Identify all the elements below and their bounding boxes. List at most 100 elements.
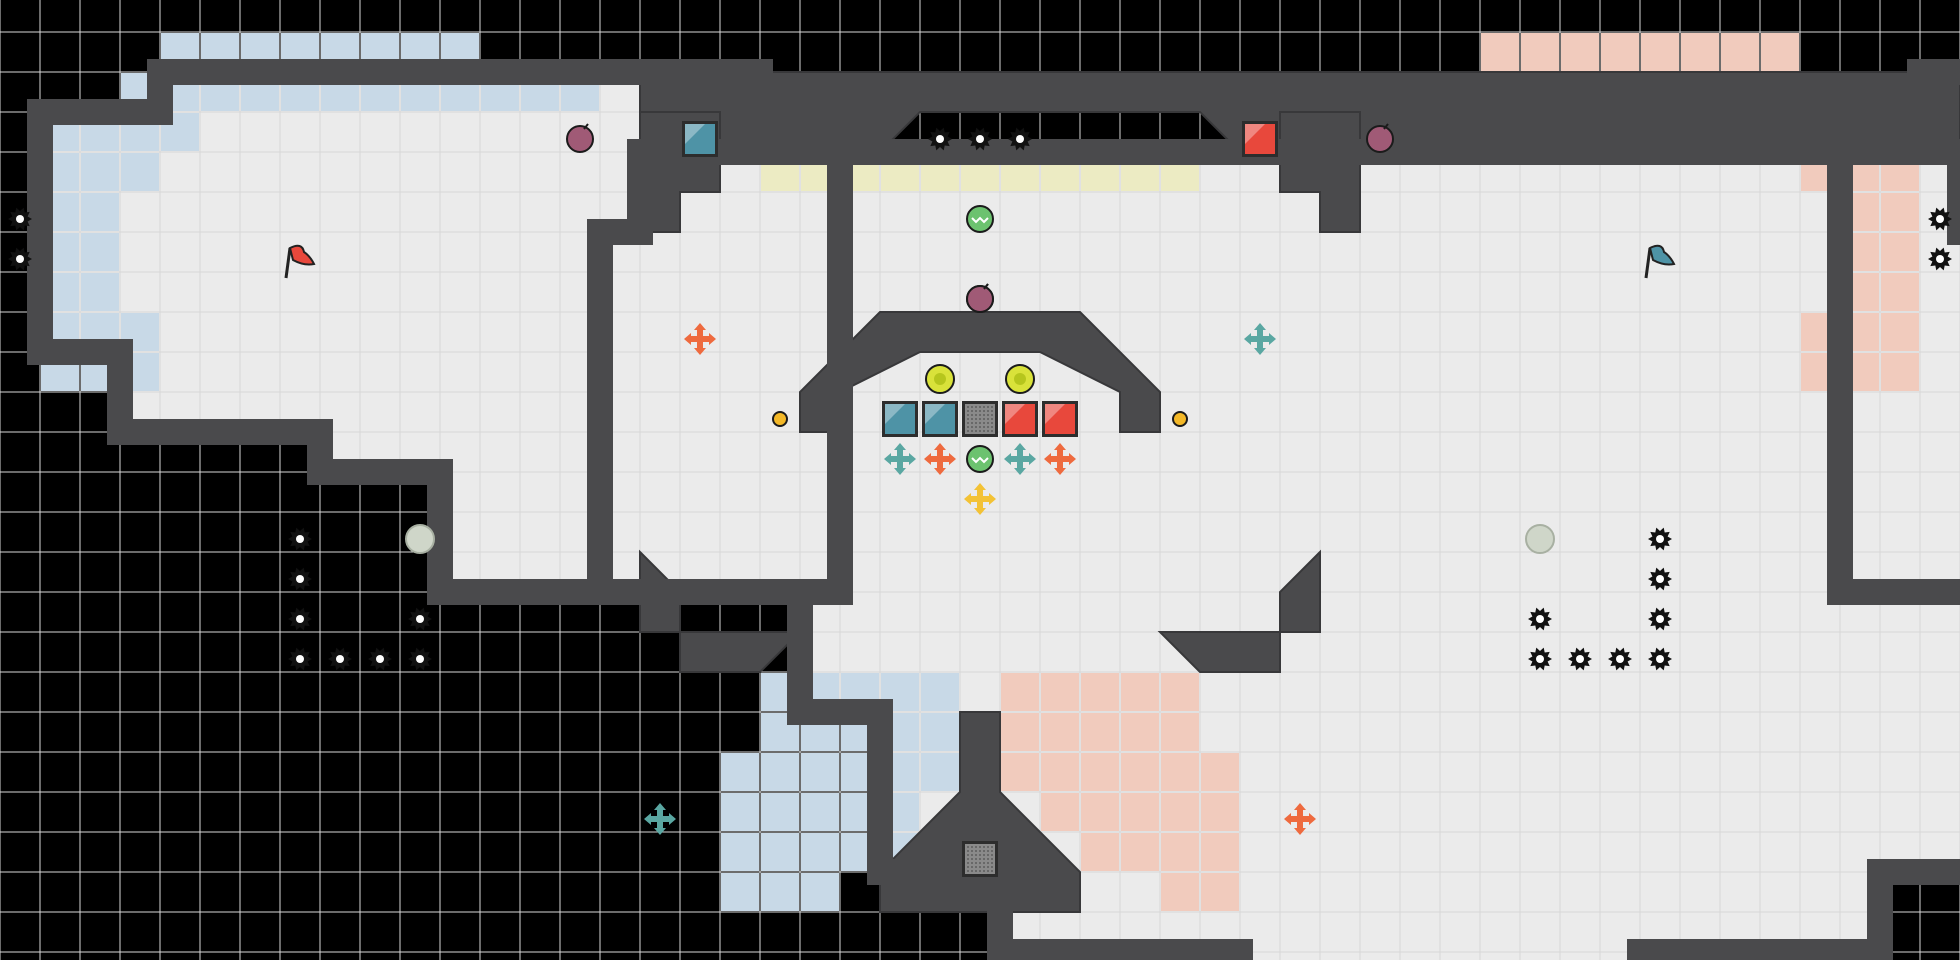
gate-dot: [983, 422, 985, 424]
zone-tile: [1521, 33, 1559, 71]
spike-icon: [1648, 647, 1672, 671]
spike-core: [1576, 655, 1584, 663]
booster-icon: [684, 323, 716, 355]
booster-icon: [884, 443, 916, 475]
zone-tile: [801, 873, 839, 911]
zone-tile: [801, 793, 839, 831]
gate-dot: [971, 410, 973, 412]
booster-arrows: [964, 483, 996, 515]
gate-dot: [979, 406, 981, 408]
team-tile-fill: [1045, 404, 1075, 434]
zone-tile: [1001, 713, 1039, 751]
wall: [679, 631, 803, 673]
spike-core: [376, 655, 384, 663]
team-tile-shine: [685, 124, 705, 144]
gate-dot: [991, 430, 993, 432]
zone-tile: [1161, 833, 1199, 871]
booster-icon: [1244, 323, 1276, 355]
gate-dot: [975, 406, 977, 408]
gate-dot: [983, 406, 985, 408]
gate-dot: [975, 422, 977, 424]
gate-dot: [991, 870, 993, 872]
powerup-mark: [971, 216, 989, 224]
flag-icon[interactable]: [1644, 244, 1676, 279]
spike-icon: [1648, 567, 1672, 591]
gate-dot: [979, 854, 981, 856]
outer-wall: [1827, 59, 1960, 605]
gate-dot: [983, 426, 985, 428]
team-tile: [1002, 401, 1038, 437]
booster-bar: [688, 336, 712, 342]
gate-dot: [987, 866, 989, 868]
gate-dot: [971, 422, 973, 424]
gate-dot: [987, 870, 989, 872]
wall: [799, 311, 1161, 433]
zone-tile: [1161, 873, 1199, 911]
zone-tile: [1001, 673, 1039, 711]
booster-icon: [1044, 443, 1076, 475]
gate-dot: [975, 418, 977, 420]
spike-icon: [1568, 647, 1592, 671]
gate-dot: [975, 858, 977, 860]
spike-icon: [368, 647, 392, 671]
gate-dot: [967, 414, 969, 416]
gate-dot: [979, 410, 981, 412]
gate-dot: [979, 430, 981, 432]
booster-icon: [644, 803, 676, 835]
spike-core: [16, 215, 24, 223]
gate-dot: [971, 870, 973, 872]
gate-dot: [967, 850, 969, 852]
gate-dot: [987, 414, 989, 416]
zone-tile: [1201, 753, 1239, 791]
booster-arrows: [1004, 443, 1036, 475]
spike-icon: [1648, 527, 1672, 551]
zone-tile: [121, 153, 159, 191]
gate-dot: [967, 410, 969, 412]
zone-tile: [1041, 713, 1079, 751]
gate-dot: [987, 858, 989, 860]
booster-bar: [968, 496, 992, 502]
zone-tile: [1881, 353, 1919, 391]
zone-tile: [921, 713, 959, 751]
spike-icon: [1648, 607, 1672, 631]
gate-dot: [987, 854, 989, 856]
zone-tile: [1121, 673, 1159, 711]
bomb-icon: [966, 283, 994, 313]
gate-dot: [991, 410, 993, 412]
team-tile: [1242, 121, 1278, 157]
gate-dot: [979, 846, 981, 848]
flag-icon[interactable]: [284, 244, 316, 279]
gate-dot: [983, 846, 985, 848]
zone-tile: [801, 833, 839, 871]
gate-dot: [967, 422, 969, 424]
gate-dot: [987, 410, 989, 412]
zone-tile: [1161, 753, 1199, 791]
gate-dot: [991, 426, 993, 428]
gate-dot: [987, 846, 989, 848]
button-icon[interactable]: [1172, 411, 1188, 427]
gate-dot: [967, 426, 969, 428]
spike-core: [1616, 655, 1624, 663]
gate-dot: [971, 846, 973, 848]
spike-core: [296, 655, 304, 663]
zone-tile: [1081, 753, 1119, 791]
team-tile-fill: [685, 124, 715, 154]
bomb-body: [966, 285, 994, 313]
gate-dot: [971, 850, 973, 852]
gate-dot: [987, 850, 989, 852]
gate-dot: [971, 406, 973, 408]
gate-dot: [979, 418, 981, 420]
team-tile-fill: [1245, 124, 1275, 154]
spike-core: [16, 255, 24, 263]
flag-cloth: [1648, 244, 1676, 266]
button-icon[interactable]: [772, 411, 788, 427]
flag-pole: [1644, 247, 1652, 279]
gate-dot: [975, 850, 977, 852]
gate-dot: [987, 862, 989, 864]
gate-dot: [975, 410, 977, 412]
team-tile: [922, 401, 958, 437]
gate-dot: [967, 846, 969, 848]
zone-tile: [81, 153, 119, 191]
red-zone: [1001, 673, 1239, 911]
